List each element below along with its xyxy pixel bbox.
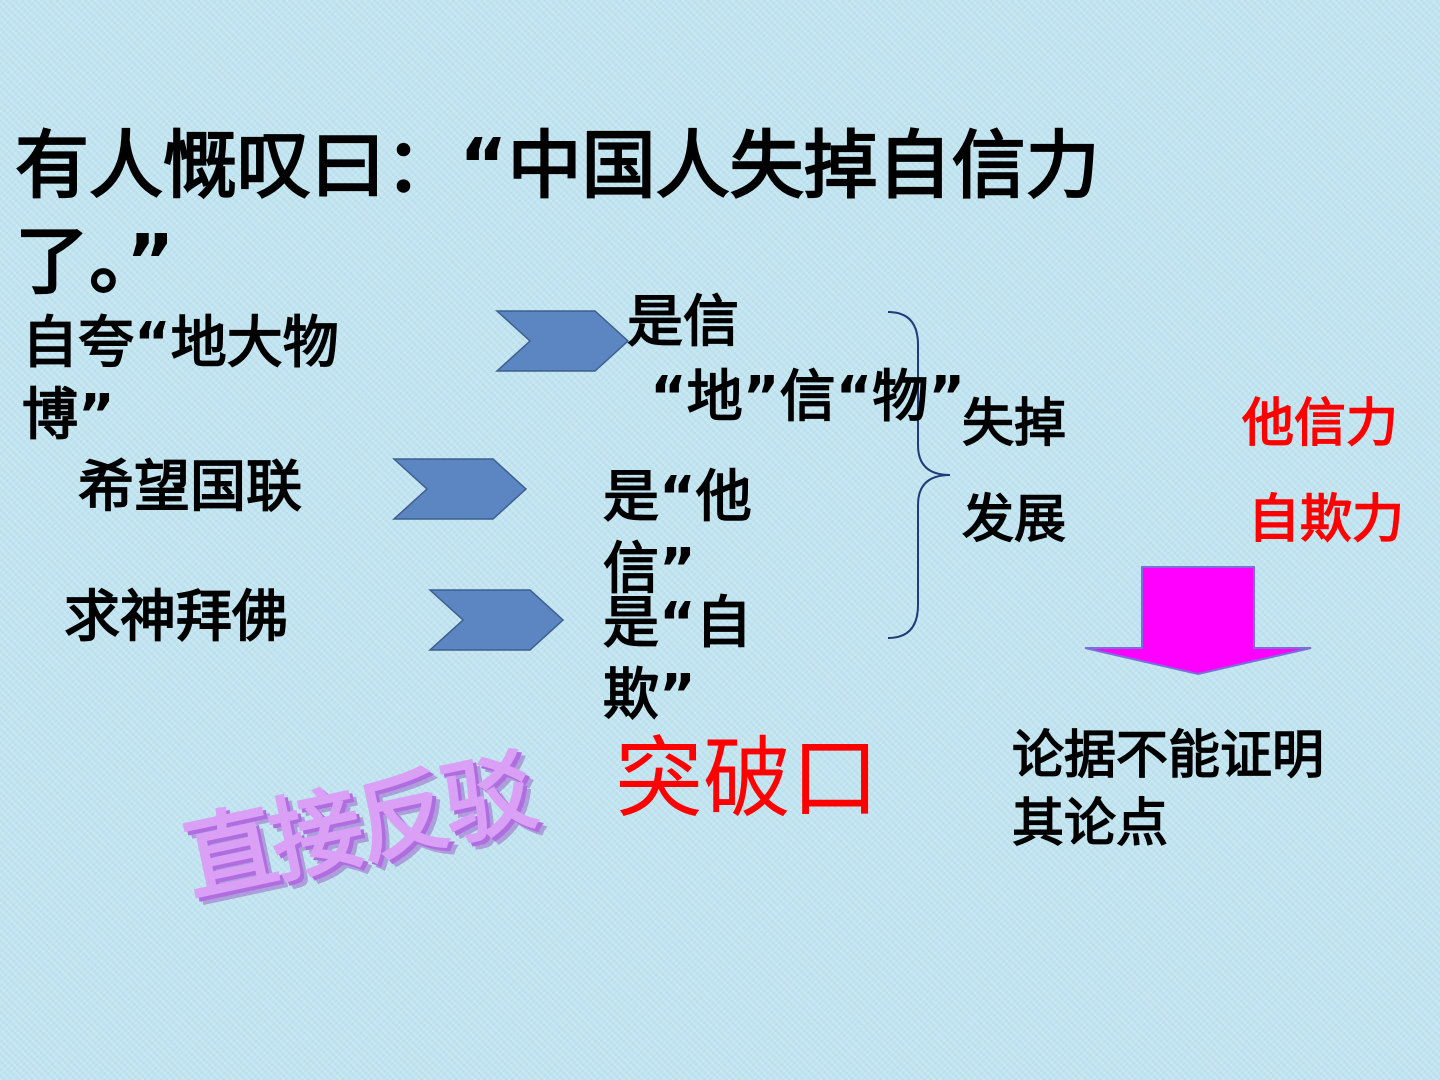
right-brace (887, 311, 951, 639)
result-value-2: 自欺力 (1248, 490, 1405, 550)
argument-2: 希望国联 (78, 455, 302, 520)
argument-1: 自夸“地大物博” (22, 311, 339, 448)
judgment-1-line2: “地”信“物” (650, 365, 966, 430)
argument-3: 求神拜佛 (64, 585, 288, 650)
judgment-2: 是“他信” (603, 465, 752, 602)
down-arrow-icon (1084, 566, 1312, 676)
result-value-1: 他信力 (1242, 394, 1399, 454)
chevron-arrow-2 (392, 458, 528, 520)
result-label-1: 失掉 (962, 394, 1067, 454)
judgment-3: 是“自欺” (603, 591, 752, 728)
judgment-1-line1: 是信 (627, 290, 739, 355)
conclusion-text: 论据不能证明其论点 (1012, 726, 1325, 854)
breakthrough-label: 突破口 (615, 727, 880, 830)
slide-title: 有人慨叹曰：“中国人失掉自信力了。” (15, 123, 1100, 305)
result-label-2: 发展 (962, 490, 1067, 550)
chevron-arrow-3 (428, 589, 565, 651)
chevron-arrow-1 (495, 310, 630, 372)
